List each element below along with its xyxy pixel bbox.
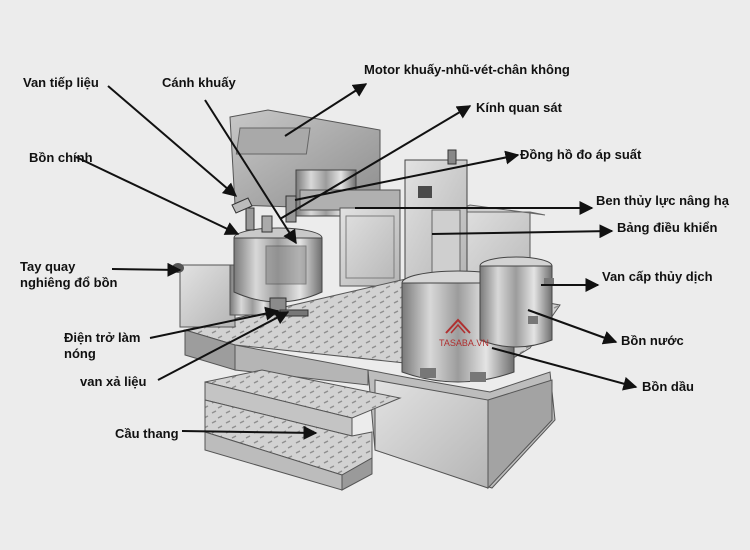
label-van-cap-thuy-dich: Van cấp thủy dịch: [602, 269, 713, 284]
mixer-machine: [172, 109, 561, 491]
label-dong-ho: Đồng hồ đo áp suất: [520, 147, 642, 162]
arrow-set: [75, 83, 638, 440]
label-bon-chinh: Bồn chính: [29, 150, 93, 165]
arrow-tay-quay: [111, 262, 182, 277]
label-bon-nuoc: Bồn nước: [621, 333, 684, 348]
label-van-xa-lieu: van xả liệu: [80, 374, 147, 389]
label-ben-thuy-luc: Ben thủy lực nâng hạ: [596, 193, 729, 208]
arrow-bon-nuoc: [527, 309, 618, 345]
arrow-bon-dau: [491, 347, 638, 391]
label-canh-khuay: Cánh khuấy: [162, 75, 236, 90]
watermark-logo: [445, 318, 471, 334]
label-tay-quay: Tay quay nghiêng đổ bồn: [20, 259, 118, 290]
label-dien-tro: Điện trở làm nóng: [64, 330, 141, 361]
label-van-tiep-lieu: Van tiếp liệu: [23, 75, 99, 90]
arrow-dien-tro: [149, 306, 280, 339]
watermark-text: TASABA.VN: [439, 338, 489, 348]
label-bang-dieu-khien: Bảng điều khiển: [617, 220, 718, 235]
arrow-bang-dieu-khien: [431, 224, 614, 239]
arrow-bon-chinh: [75, 156, 240, 235]
arrow-motor: [284, 83, 368, 137]
label-cau-thang: Cầu thang: [115, 426, 179, 441]
label-bon-dau: Bồn dầu: [642, 379, 694, 394]
arrow-cau-thang: [181, 425, 318, 440]
label-motor: Motor khuấy-nhũ-vét-chân không: [364, 62, 570, 77]
label-kinh-quan-sat: Kính quan sát: [476, 100, 562, 115]
arrow-kinh-quan-sat: [279, 105, 472, 220]
arrow-dong-ho: [294, 150, 520, 201]
arrow-van-xa-lieu: [157, 311, 290, 381]
arrow-van-tieu-lieu: [107, 85, 238, 197]
